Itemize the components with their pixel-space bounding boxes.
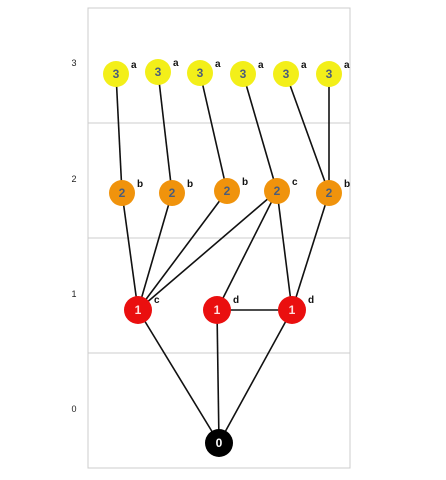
level-label-0: 0 <box>71 404 76 414</box>
edge-n3a1-n2b1 <box>115 73 123 194</box>
edge-n2c-n1d1 <box>216 190 278 311</box>
node-n2b2: 2b <box>159 179 193 206</box>
node-number: 2 <box>119 186 126 200</box>
node-number: 2 <box>274 184 281 198</box>
node-circle <box>278 296 306 324</box>
node-circle <box>316 180 342 206</box>
edge-n1c-n0 <box>137 309 220 444</box>
node-tag: b <box>242 177 248 188</box>
node-circle <box>264 178 290 204</box>
node-tag: d <box>233 295 239 306</box>
node-n3a4: 3a <box>230 60 264 87</box>
node-circle <box>214 178 240 204</box>
node-circle <box>230 61 256 87</box>
node-tag: b <box>187 179 193 190</box>
node-tag: d <box>308 295 314 306</box>
node-circle <box>109 180 135 206</box>
edge-n2c-n1c <box>137 190 278 311</box>
node-n1d1: 1d <box>203 295 239 324</box>
node-tag: c <box>292 177 298 188</box>
node-number: 3 <box>326 67 333 81</box>
edge-n2b1-n1c <box>121 192 139 311</box>
node-n3a3: 3a <box>187 59 221 86</box>
node-circle <box>316 61 342 87</box>
node-circle <box>159 180 185 206</box>
edge-n2b2-n1c <box>137 192 173 311</box>
node-number: 3 <box>240 67 247 81</box>
node-circle <box>273 61 299 87</box>
node-number: 3 <box>155 65 162 79</box>
node-tag: a <box>215 59 221 70</box>
edge-n2b3-n1c <box>137 190 228 311</box>
edge-n3a3-n2b3 <box>199 72 228 192</box>
node-tag: a <box>344 60 350 71</box>
node-tag: b <box>137 179 143 190</box>
node-n1d2: 1d <box>278 295 314 324</box>
node-number: 1 <box>289 303 296 317</box>
node-n3a5: 3a <box>273 60 307 87</box>
node-n1c: 1c <box>124 295 160 324</box>
edge-n2b4-n1d2 <box>291 192 330 311</box>
level-label-2: 2 <box>71 174 76 184</box>
node-n2b1: 2b <box>109 179 143 206</box>
edge-n2c-n1d2 <box>276 190 293 311</box>
node-tag: a <box>301 60 307 71</box>
node-number: 2 <box>169 186 176 200</box>
node-n3a2: 3a <box>145 58 179 85</box>
node-n3a1: 3a <box>103 60 137 87</box>
node-circle <box>103 61 129 87</box>
node-number: 1 <box>214 303 221 317</box>
node-circle <box>145 59 171 85</box>
edge-n3a5-n2b4 <box>285 73 330 194</box>
edge-n3a4-n2c <box>242 73 278 192</box>
node-circle <box>124 296 152 324</box>
edges <box>115 71 330 444</box>
node-number: 3 <box>197 66 204 80</box>
node-tag: b <box>344 179 350 190</box>
node-number: 0 <box>216 436 223 450</box>
edge-n1d2-n0 <box>218 309 293 444</box>
node-n2b3: 2b <box>214 177 248 204</box>
edge-n1d1-n0 <box>216 309 220 444</box>
edge-n3a2-n2b2 <box>157 71 173 194</box>
node-number: 3 <box>113 67 120 81</box>
node-n2c: 2c <box>264 177 298 204</box>
node-number: 2 <box>224 184 231 198</box>
node-circle <box>187 60 213 86</box>
node-n2b4: 2b <box>316 179 350 206</box>
node-number: 3 <box>283 67 290 81</box>
level-label-1: 1 <box>71 289 76 299</box>
node-n3a6: 3a <box>316 60 350 87</box>
level-labels: 3 2 1 0 <box>71 58 76 414</box>
node-circle <box>205 429 233 457</box>
node-tag: a <box>173 58 179 69</box>
node-tag: a <box>258 60 264 71</box>
node-number: 2 <box>326 186 333 200</box>
diagram-frame <box>87 7 351 469</box>
level-label-3: 3 <box>71 58 76 68</box>
node-n0: 0 <box>205 429 233 457</box>
node-number: 1 <box>135 303 142 317</box>
node-tag: a <box>131 60 137 71</box>
node-circle <box>203 296 231 324</box>
node-tag: c <box>154 295 160 306</box>
